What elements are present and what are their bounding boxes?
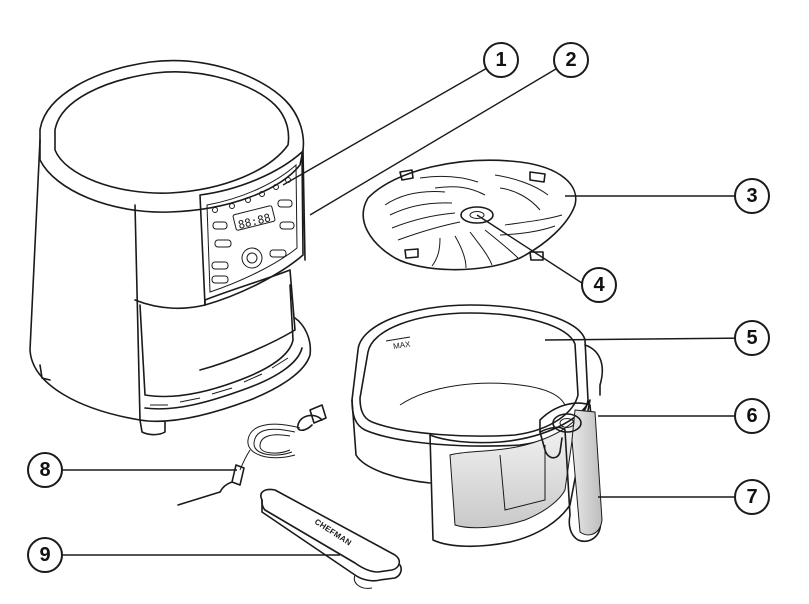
svg-text:5: 5: [746, 327, 757, 349]
callout-4: 4: [581, 267, 617, 303]
lcd-digits: 88:88: [237, 211, 272, 232]
max-fill-label: MAX: [393, 340, 412, 351]
air-fryer-base-unit: 88:88: [29, 59, 312, 436]
panel-button[interactable]: [211, 261, 229, 270]
svg-text:3: 3: [746, 185, 757, 207]
svg-text:8: 8: [39, 459, 50, 481]
svg-text:2: 2: [565, 49, 576, 71]
panel-button[interactable]: [214, 239, 232, 248]
rubber-bumper: [529, 251, 544, 261]
basket-handle[interactable]: [539, 344, 604, 542]
callout-9: 9: [27, 537, 63, 573]
callouts: 1 2 3 4 5 6 7 8: [27, 42, 770, 573]
svg-text:1: 1: [495, 49, 506, 71]
rubber-bumper: [529, 171, 546, 183]
callout-2: 2: [553, 42, 589, 78]
callout-6: 6: [734, 398, 770, 434]
crisper-plate: [362, 159, 577, 271]
svg-text:9: 9: [39, 544, 50, 566]
callout-7: 7: [734, 479, 770, 515]
panel-button[interactable]: [269, 249, 287, 258]
panel-button[interactable]: [277, 199, 293, 208]
temperature-probe: [177, 404, 327, 506]
callout-3: 3: [734, 178, 770, 214]
rubber-bumper: [404, 248, 419, 259]
callout-5: 5: [734, 320, 770, 356]
panel-button[interactable]: [279, 221, 295, 230]
control-cover: CHEFMAN: [260, 488, 402, 589]
svg-text:4: 4: [593, 274, 605, 296]
leader-lines: [62, 59, 753, 556]
svg-text:6: 6: [746, 405, 757, 427]
lcd-display: 88:88: [232, 205, 276, 232]
callout-1: 1: [483, 42, 519, 78]
fry-basket: MAX: [351, 304, 604, 548]
dial-button[interactable]: [241, 247, 263, 269]
basket-window: [429, 399, 591, 548]
panel-button[interactable]: [211, 275, 229, 284]
panel-button[interactable]: [212, 221, 228, 230]
crisper-plate-vents: [384, 174, 563, 269]
callout-8: 8: [27, 452, 63, 488]
control-panel: 88:88: [199, 151, 304, 306]
rubber-bumper: [399, 169, 414, 181]
svg-text:7: 7: [746, 486, 757, 508]
